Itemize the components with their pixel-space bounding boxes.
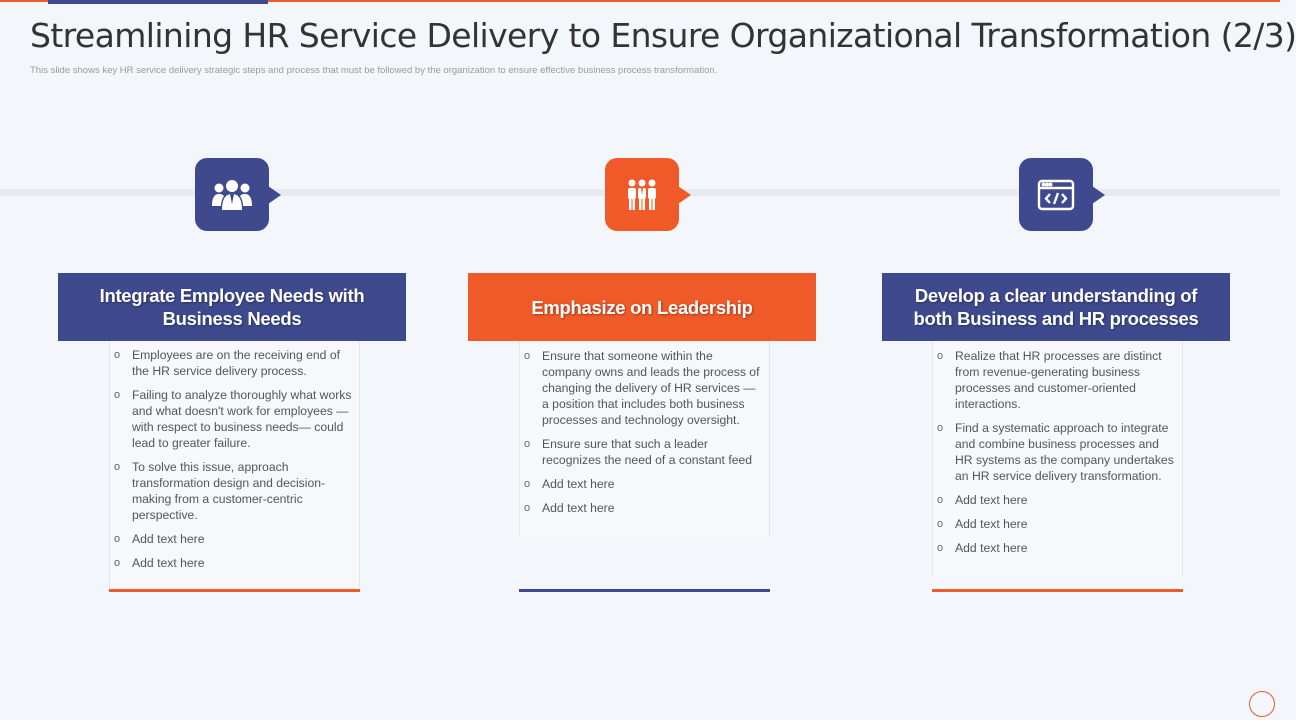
top-accent-tab [48, 0, 268, 4]
bullet-item: Employees are on the receiving end of th… [110, 347, 359, 379]
column-header-1: Integrate Employee Needs with Business N… [58, 273, 406, 341]
team-icon-box [195, 158, 281, 231]
corner-circle-decoration [1249, 691, 1275, 717]
code-window-icon-box [1019, 158, 1105, 231]
slide-title: Streamlining HR Service Delivery to Ensu… [30, 16, 1296, 55]
card-bottom-bar-3 [932, 589, 1183, 592]
team-icon [212, 179, 252, 210]
column-card-3: Realize that HR processes are distinct f… [932, 341, 1183, 576]
group-people-icon-box [605, 158, 691, 231]
bullet-list-1: Employees are on the receiving end of th… [110, 347, 359, 571]
bullet-item: Add text here [110, 531, 359, 547]
bullet-item: Ensure that someone within the company o… [520, 348, 769, 428]
bullet-item: To solve this issue, approach transforma… [110, 459, 359, 523]
bullet-item: Add text here [520, 476, 769, 492]
bullet-list-3: Realize that HR processes are distinct f… [933, 348, 1182, 556]
bullet-item: Failing to analyze thoroughly what works… [110, 387, 359, 451]
bullet-item: Add text here [933, 516, 1182, 532]
bullet-item: Find a systematic approach to integrate … [933, 420, 1182, 484]
bullet-item: Add text here [933, 492, 1182, 508]
card-bottom-bar-2 [519, 589, 770, 592]
column-card-2: Ensure that someone within the company o… [519, 341, 770, 536]
code-window-icon [1037, 179, 1075, 210]
bullet-item: Realize that HR processes are distinct f… [933, 348, 1182, 412]
slide-subtitle: This slide shows key HR service delivery… [30, 65, 718, 76]
bullet-list-2: Ensure that someone within the company o… [520, 348, 769, 516]
bullet-item: Ensure sure that such a leader recognize… [520, 436, 769, 468]
column-card-1: Employees are on the receiving end of th… [109, 341, 360, 591]
top-accent-line [0, 0, 1280, 2]
card-bottom-bar-1 [109, 589, 360, 592]
column-header-2: Emphasize on Leadership [468, 273, 816, 341]
group-people-icon [628, 179, 656, 210]
bullet-item: Add text here [933, 540, 1182, 556]
bullet-item: Add text here [520, 500, 769, 516]
bullet-item: Add text here [110, 555, 359, 571]
column-header-3: Develop a clear understanding of both Bu… [882, 273, 1230, 341]
